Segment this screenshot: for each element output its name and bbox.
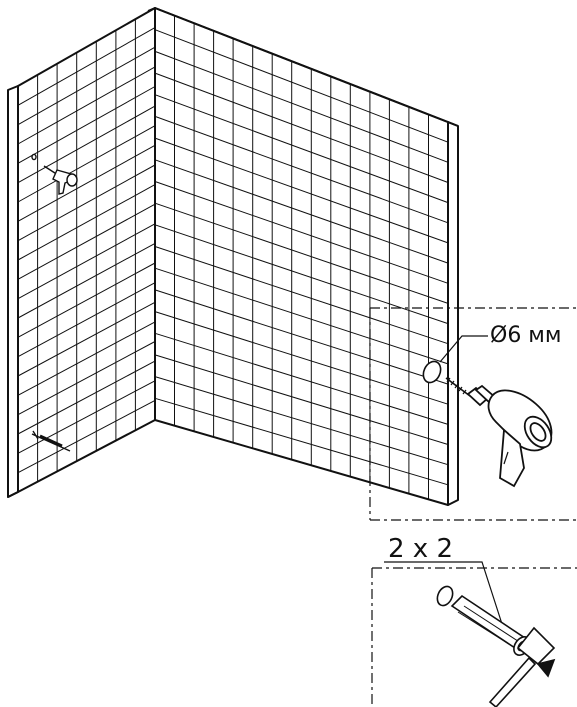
tile-grid (17, 15, 449, 500)
drill-hole (422, 360, 442, 384)
drill-size-label: Ø6 мм (490, 323, 562, 348)
right-wall-edge (447, 121, 459, 506)
tiled-corner-walls (7, 7, 459, 506)
quantity-label: 2 x 2 (388, 534, 453, 564)
drill-icon (445, 377, 553, 488)
right-wall-face (154, 7, 449, 506)
left-wall-edge (7, 85, 19, 498)
plug-detail-panel (371, 561, 577, 707)
left-wall-face (17, 7, 156, 493)
drill-detail-panel (369, 307, 577, 521)
screw-mark-upper (31, 153, 78, 195)
hammer-icon (488, 626, 556, 707)
plug-hole (436, 585, 454, 607)
quantity-leader (384, 561, 503, 625)
drill-size-leader (439, 335, 488, 363)
screw-mark-lower (31, 430, 71, 452)
